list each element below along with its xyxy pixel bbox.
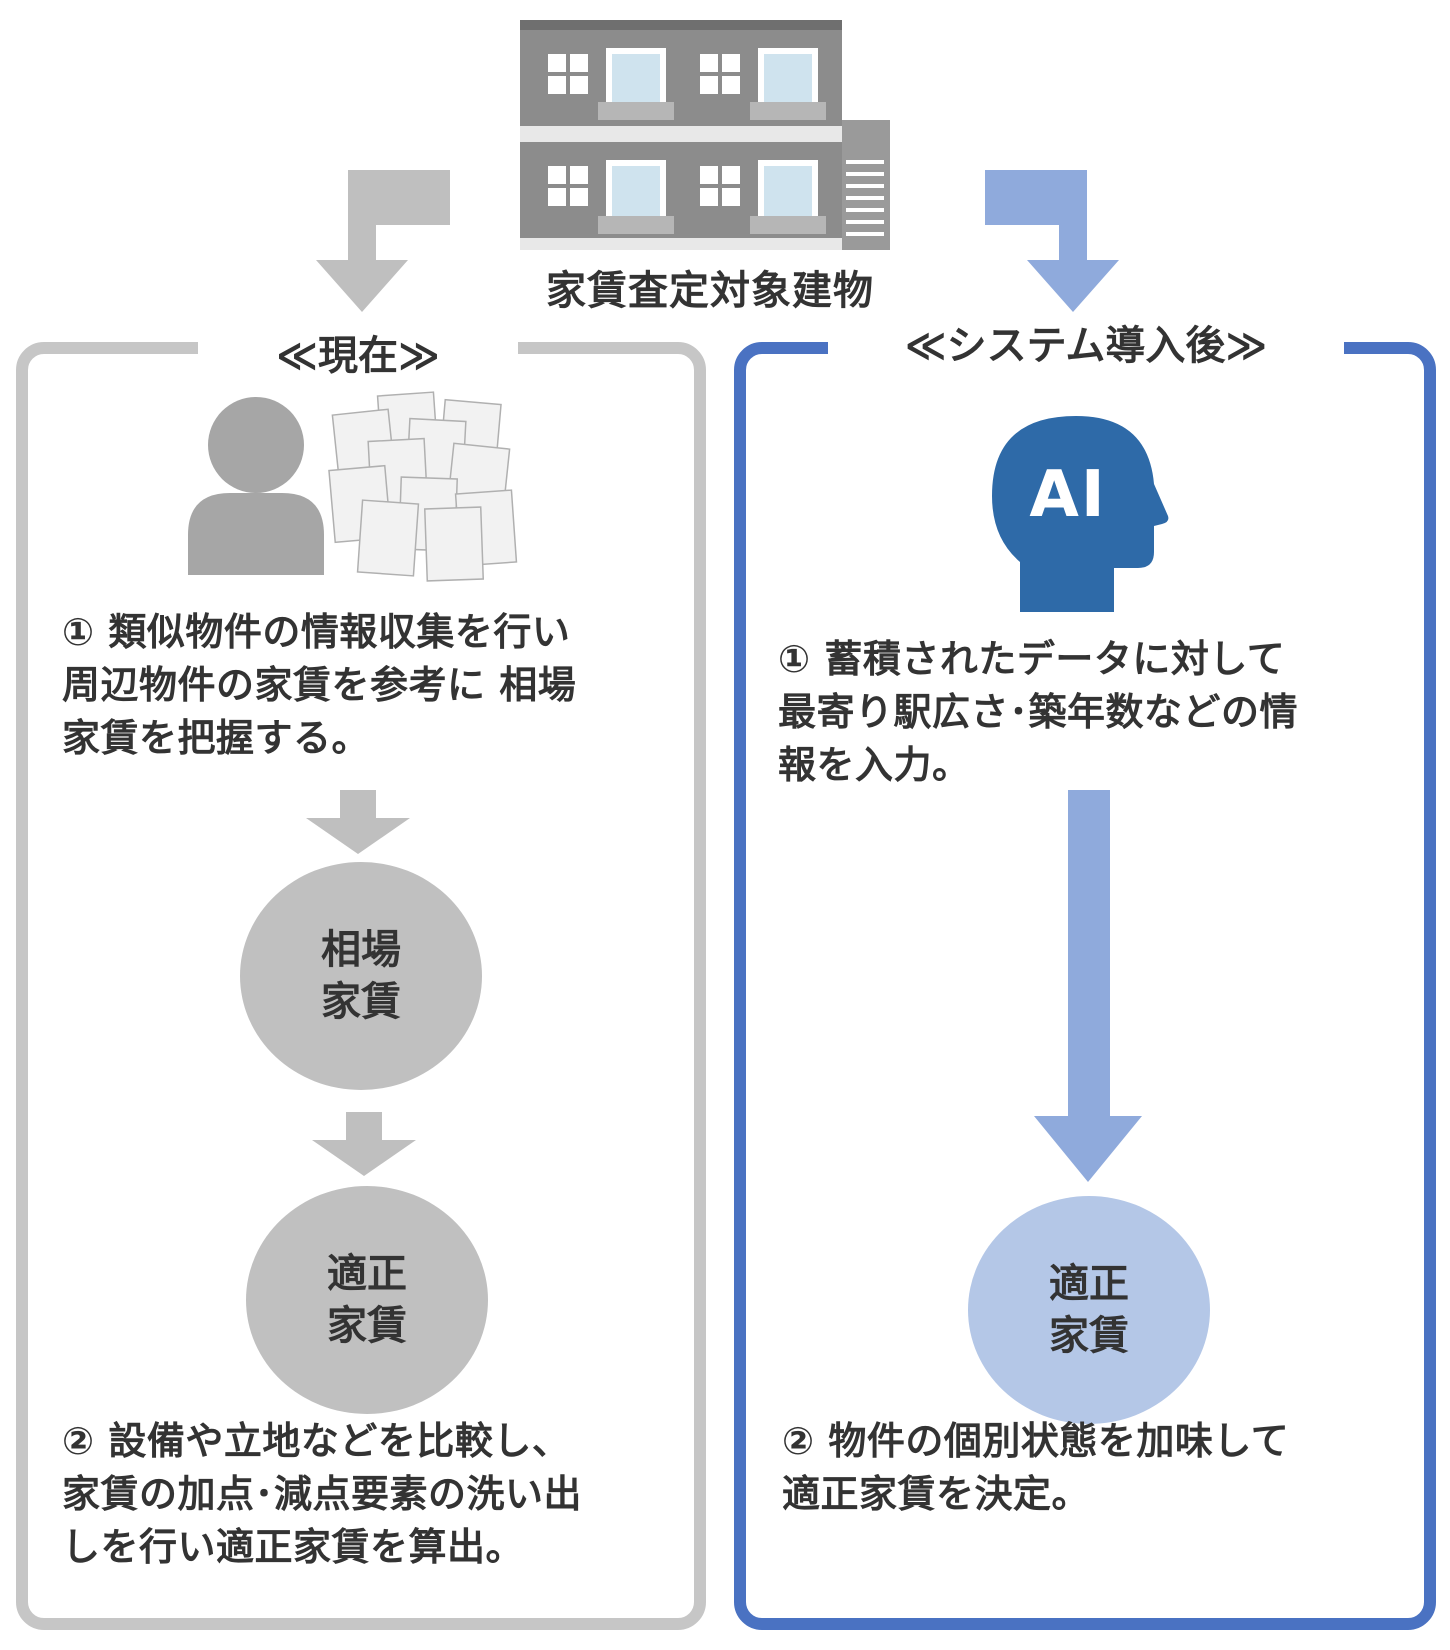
current-fair-rent-line1: 適正 xyxy=(327,1251,407,1297)
arrow-to-current xyxy=(316,170,450,312)
arrow-down-long xyxy=(1034,790,1142,1182)
building-illustration xyxy=(520,20,890,250)
market-rent-line1: 相場 xyxy=(321,927,401,973)
arrow-down-2 xyxy=(312,1112,416,1176)
documents-icon xyxy=(328,391,518,582)
person-icon xyxy=(188,397,324,575)
ai-head: AI xyxy=(990,412,1170,612)
after-step2-text: ② 物件の個別状態を加味して 適正家賃を決定。 xyxy=(782,1419,1290,1516)
ai-label: AI xyxy=(1029,458,1107,532)
after-fair-rent-line1: 適正 xyxy=(1049,1261,1129,1307)
current-step2-text: ② 設備や立地などを比較し、 家賃の加点･減点要素の洗い出 しを行い適正家賃を算… xyxy=(62,1419,583,1569)
arrow-down-1 xyxy=(306,790,410,854)
current-step1-text: ① 類似物件の情報収集を行い 周辺物件の家賃を参考に 相場 家賃を把握する。 xyxy=(62,610,577,760)
current-fair-rent-line2: 家賃 xyxy=(327,1303,407,1349)
market-rent-line2: 家賃 xyxy=(321,979,401,1025)
after-step1-text: ① 蓄積されたデータに対して 最寄り駅広さ･築年数などの情 報を入力。 xyxy=(778,637,1299,787)
current-fair-rent-circle: 適正 家賃 xyxy=(246,1186,488,1414)
market-rent-circle: 相場 家賃 xyxy=(240,862,482,1090)
arrow-to-after xyxy=(985,170,1119,312)
building-caption: 家賃査定対象建物 xyxy=(546,268,874,314)
ai-head-icon xyxy=(992,416,1169,612)
after-panel-title: ≪システム導入後≫ xyxy=(828,316,1344,376)
current-panel-title: ≪現在≫ xyxy=(198,326,518,386)
after-fair-rent-line2: 家賃 xyxy=(1049,1313,1129,1359)
after-fair-rent-circle: 適正 家賃 xyxy=(968,1196,1210,1424)
